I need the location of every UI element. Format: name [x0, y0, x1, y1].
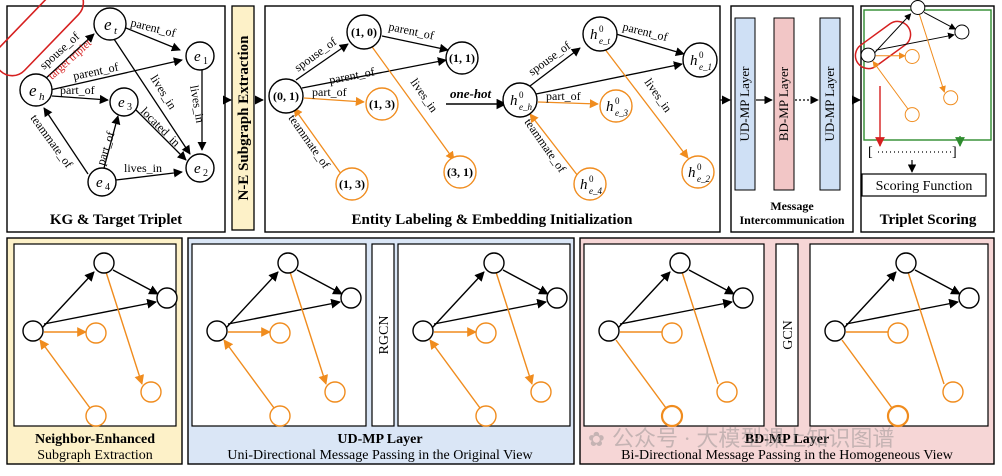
label-1-3-b: (1, 3) [339, 177, 365, 191]
node-e1-label: e [194, 49, 201, 65]
emb-et-sub: e_t [599, 36, 610, 46]
emb-e2-h: h [688, 165, 696, 181]
node-et-label: e [104, 15, 112, 34]
target-triplet-highlight [0, 0, 85, 77]
vector-open-bracket: [ [868, 145, 873, 160]
label-1-3: (1, 3) [369, 97, 395, 111]
emb-eh-sub: e_h [519, 102, 532, 112]
emb-et-sup: 0 [599, 24, 604, 34]
emb-eh-sup: 0 [519, 90, 524, 100]
node-e4-label: e [96, 175, 103, 191]
ne-extraction-label: N-E Subgraph Extraction [236, 35, 252, 201]
scoring-function-label: Scoring Function [876, 179, 973, 194]
vector-close-bracket: ] [952, 145, 957, 160]
emb-eh-h: h [510, 93, 518, 109]
bd-title: BD-MP Layer [745, 432, 829, 447]
node-e3 [109, 87, 139, 117]
node-eh-label: e [29, 81, 37, 100]
gcn-label: GCN [781, 320, 796, 350]
edge-label-lives-bottom: lives_in [124, 161, 162, 175]
label-0-1: (0, 1) [273, 89, 299, 103]
ne-subtitle: Subgraph Extraction [37, 448, 152, 463]
node-e1 [185, 41, 215, 71]
edge-label-part-mid: part_of [60, 83, 95, 97]
node-eh-sub: h [39, 91, 45, 103]
ne-title: Neighbor-Enhanced [35, 432, 155, 447]
node-e2-sub: 2 [203, 168, 208, 179]
node-et-sub: t [114, 25, 118, 37]
edge-label-lives-right: lives_in [187, 84, 207, 124]
scoring-panel: [ ] Scoring Function Triplet Scoring [854, 1, 995, 233]
node-e1-sub: 1 [203, 56, 208, 67]
message-panel: UD-MP Layer BD-MP Layer UD-MP Layer Mess… [730, 5, 854, 233]
labeling-panel: (1, 0) (1, 1) (0, 1) (1, 3) (1, 3) (3, 1… [264, 5, 721, 233]
emb-e2-sub: e_2 [697, 174, 710, 184]
emb-e1-sub: e_1 [699, 62, 712, 72]
emb-e4-sub: e_4 [589, 186, 602, 196]
ne-subgraph-panel: Neighbor-Enhanced Subgraph Extraction [6, 237, 183, 465]
ud-subtitle: Uni-Directional Message Passing in the O… [227, 448, 533, 463]
message-title: Message [770, 199, 814, 213]
message-subtitle: Intercommunication [739, 213, 844, 227]
emb-e3-sup: 0 [615, 96, 620, 106]
emb-e4-sup: 0 [589, 174, 594, 184]
emb-edge-part: part_of [546, 89, 581, 103]
ud-mp-layer-1: UD-MP Layer [737, 66, 752, 142]
label-3-1: (3, 1) [447, 165, 473, 179]
kg-panel: e t e h e 1 e 3 e 2 e 4 spouse_of target… [0, 0, 226, 233]
emb-e3-sub: e_3 [615, 108, 628, 118]
node-e3-label: e [118, 95, 125, 111]
one-hot-label: one-hot [450, 86, 492, 101]
emb-et-h: h [590, 27, 598, 43]
kg-panel-title: KG & Target Triplet [50, 212, 182, 228]
node-e4 [87, 167, 117, 197]
ud-mp-panel: RGCN UD-MP Layer Uni-Directional Message… [187, 237, 575, 465]
scoring-panel-title: Triplet Scoring [880, 212, 977, 228]
emb-e1-sup: 0 [699, 50, 704, 60]
ne-extraction-bar: N-E Subgraph Extraction [231, 5, 255, 231]
watermark: ✿ 公众号 · 大模型课上知识图谱 [588, 426, 894, 451]
node-e2 [185, 153, 215, 183]
watermark-text: 公众号 · 大模型课上知识图谱 [612, 426, 894, 451]
node-e3-sub: 3 [127, 102, 132, 113]
bd-mp-layer: BD-MP Layer [776, 66, 791, 141]
labeling-panel-title: Entity Labeling & Embedding Initializati… [352, 212, 634, 228]
node-e2-label: e [194, 161, 201, 177]
bd-mp-panel: GCN BD-MP Layer Bi-Directional Message P… [579, 237, 995, 465]
ud-mp-layer-2: UD-MP Layer [822, 66, 837, 142]
emb-e4-h: h [580, 177, 588, 193]
ud-title: UD-MP Layer [337, 432, 422, 447]
emb-e1-h: h [690, 53, 698, 69]
node-eh [19, 73, 53, 107]
node-e4-sub: 4 [105, 182, 110, 193]
label-1-1: (1, 1) [449, 51, 475, 65]
emb-e2-sup: 0 [697, 162, 702, 172]
lab-edge-part: part_of [312, 85, 347, 99]
node-et [93, 7, 127, 41]
emb-e3-h: h [606, 99, 614, 115]
watermark-icon: ✿ [588, 429, 605, 451]
label-1-0: (1, 0) [351, 25, 377, 39]
bd-subtitle: Bi-Directional Message Passing in the Ho… [621, 448, 954, 463]
rgcn-label: RGCN [377, 316, 392, 355]
